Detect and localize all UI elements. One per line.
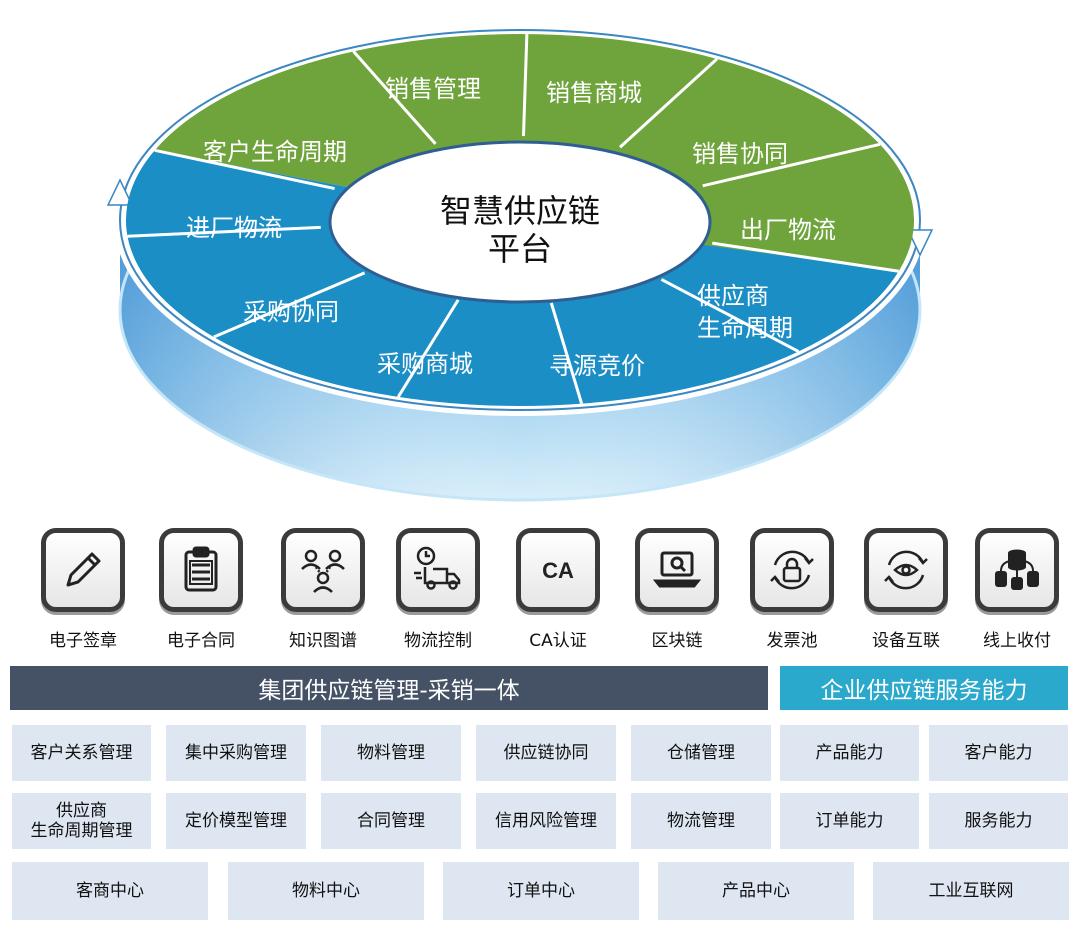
platform-title-line2: 平台	[488, 230, 552, 268]
sector-divider	[549, 302, 584, 405]
segment-supplier-lifecycle-line2: 生命周期	[697, 314, 793, 342]
capability-cell: 订单能力	[780, 793, 919, 849]
group-supply-chain-title: 集团供应链管理-采销一体	[10, 666, 768, 710]
segment-sales-mall: 销售商城	[546, 79, 642, 107]
segment-sales-collaboration: 销售协同	[692, 140, 788, 168]
center-cell: 产品中心	[658, 862, 854, 920]
sector-divider	[213, 271, 366, 339]
segment-customer-lifecycle: 客户生命周期	[203, 138, 347, 166]
platform-wheel: 智慧供应链 平台 客户生命周期 销售管理 销售商城 销售协同 出厂物流 进厂物流…	[106, 29, 934, 502]
module-cell: 集中采购管理	[166, 725, 306, 781]
sector-divider	[660, 278, 800, 353]
sector-divider	[154, 148, 335, 191]
ca-badge-icon: CA	[516, 528, 600, 612]
sector-divider	[618, 57, 719, 149]
segment-procurement-collaboration: 采购协同	[243, 298, 339, 326]
capability-label: 知识图谱	[289, 631, 357, 651]
capability-row: 电子签章 电子合同 知识图谱 物流控制	[0, 524, 1080, 654]
truck-clock-icon	[396, 528, 480, 612]
capability-label: 物流控制	[404, 631, 472, 651]
database-coins-icon	[975, 528, 1059, 612]
ring-arrow-right	[906, 229, 934, 257]
capability-label: 区块链	[651, 631, 703, 651]
segment-procurement-mall: 采购商城	[377, 350, 473, 378]
enterprise-capability-title: 企业供应链服务能力	[780, 666, 1068, 710]
center-cell: 工业互联网	[873, 862, 1069, 920]
module-cell: 合同管理	[321, 793, 461, 849]
capability-e-seal: 电子签章	[28, 524, 138, 651]
center-cell: 客商中心	[12, 862, 208, 920]
capability-invoice-pool: 发票池	[737, 524, 847, 651]
segment-supplier-lifecycle-line1: 供应商	[697, 282, 769, 310]
capability-device-iot: 设备互联	[851, 524, 961, 651]
platform-center	[328, 140, 712, 304]
sector-divider	[521, 33, 529, 137]
capability-e-contract: 电子合同	[146, 524, 256, 651]
capability-cell: 产品能力	[780, 725, 919, 781]
sector-divider	[396, 299, 460, 398]
capability-cell: 服务能力	[929, 793, 1068, 849]
pen-icon	[41, 528, 125, 612]
people-network-icon	[281, 528, 365, 612]
module-cell: 供应商 生命周期管理	[12, 793, 151, 849]
capability-label: 发票池	[766, 631, 818, 651]
module-cell: 仓储管理	[631, 725, 771, 781]
sector-divider	[127, 225, 321, 238]
capability-knowledge-graph: 知识图谱	[268, 524, 378, 651]
capability-label: 电子签章	[49, 631, 117, 651]
segment-inbound-logistics: 进厂物流	[186, 214, 282, 242]
sector-divider	[352, 50, 437, 145]
segment-sales-management: 销售管理	[385, 75, 481, 103]
platform-title-line1: 智慧供应链	[440, 192, 600, 230]
platform-dividers	[127, 33, 899, 405]
center-cell: 物料中心	[228, 862, 424, 920]
ca-badge-text: CA	[542, 558, 574, 583]
center-cell: 订单中心	[443, 862, 639, 920]
capability-label: 设备互联	[872, 631, 940, 651]
capability-online-payment: 线上收付	[962, 524, 1072, 651]
laptop-search-icon	[635, 528, 719, 612]
ring-arrow-left	[106, 178, 134, 206]
sector-divider	[702, 142, 881, 188]
segment-sourcing-bidding: 寻源竞价	[549, 352, 645, 380]
clipboard-icon	[159, 528, 243, 612]
capability-label: CA认证	[529, 631, 587, 651]
module-cell: 物料管理	[321, 725, 461, 781]
module-cell: 供应链协同	[476, 725, 616, 781]
eye-cycle-icon	[864, 528, 948, 612]
module-cell: 客户关系管理	[12, 725, 151, 781]
capability-logistics-control: 物流控制	[383, 524, 493, 651]
capability-label: 线上收付	[983, 631, 1051, 651]
module-cell: 信用风险管理	[476, 793, 616, 849]
capability-cell: 客户能力	[929, 725, 1068, 781]
module-cell: 物流管理	[631, 793, 771, 849]
lock-cycle-icon	[750, 528, 834, 612]
capability-label: 电子合同	[167, 631, 235, 651]
capability-blockchain: 区块链	[622, 524, 732, 651]
sector-divider	[712, 241, 899, 273]
segment-outbound-logistics: 出厂物流	[740, 216, 836, 244]
module-cell: 定价模型管理	[166, 793, 306, 849]
capability-ca-auth: CA CA认证	[503, 524, 613, 651]
